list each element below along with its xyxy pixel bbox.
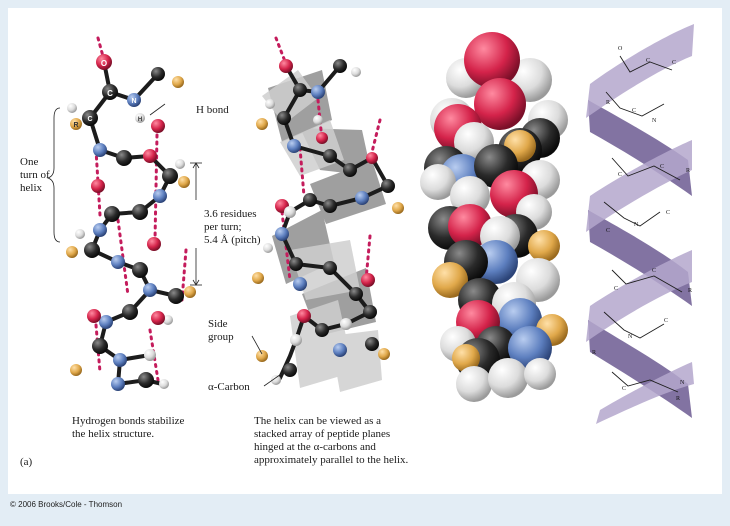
caption-left: Hydrogen bonds stabilize the helix struc… — [72, 415, 184, 441]
svg-text:N: N — [680, 380, 685, 386]
pitch-arrow — [190, 162, 202, 286]
svg-text:R: R — [676, 396, 680, 402]
svg-text:C: C — [646, 58, 650, 64]
svg-text:C: C — [606, 228, 610, 234]
alpha-carbon-label: α-Carbon — [208, 381, 250, 393]
svg-text:R: R — [688, 288, 692, 294]
svg-text:C: C — [614, 286, 618, 292]
svg-text:C: C — [660, 164, 664, 170]
atom-label-o: O — [101, 59, 107, 68]
svg-text:C: C — [652, 268, 656, 274]
caption-middle-line-3: hinged at the α-carbons and — [254, 441, 376, 453]
residues-label-line-1: 3.6 residues — [204, 208, 257, 220]
svg-text:C: C — [618, 172, 622, 178]
ball-and-stick-model: O C N H R C — [46, 36, 202, 391]
svg-text:O: O — [618, 46, 623, 52]
panel-letter: (a) — [20, 456, 33, 468]
caption-middle-line-1: The helix can be viewed as a — [254, 415, 382, 427]
svg-text:C: C — [664, 318, 668, 324]
h-bond-label: H bond — [196, 104, 229, 116]
atom-label-h: H — [138, 117, 142, 123]
one-turn-bracket — [46, 107, 61, 243]
svg-text:C: C — [632, 108, 636, 114]
caption-left-line-1: Hydrogen bonds stabilize — [72, 415, 185, 427]
side-group-label-line-2: group — [208, 331, 234, 343]
caption-middle-line-2: stacked array of peptide planes — [254, 428, 391, 440]
atom-label-c: C — [107, 89, 113, 98]
atom-label-r: R — [73, 122, 78, 129]
one-turn-label-line-3: helix — [20, 182, 42, 194]
peptide-plane-model — [251, 36, 404, 392]
caption-middle: The helix can be viewed as a stacked arr… — [254, 415, 408, 467]
atom-label-c2: C — [87, 116, 92, 123]
svg-text:R: R — [592, 350, 596, 356]
side-group-label-line-1: Side — [208, 318, 228, 330]
svg-text:R: R — [686, 168, 690, 174]
svg-text:N: N — [652, 118, 657, 124]
caption-left-line-2: the helix structure. — [72, 428, 155, 440]
residues-label-line-3: 5.4 Å (pitch) — [204, 234, 261, 246]
svg-text:C: C — [666, 210, 670, 216]
one-turn-label-line-1: One — [20, 156, 39, 168]
space-filling-model — [420, 32, 568, 402]
ribbon-model: O C C R C N C C R C N C C C R R N C C N R — [586, 24, 694, 424]
svg-text:C: C — [622, 386, 626, 392]
svg-text:N: N — [628, 334, 633, 340]
svg-text:C: C — [672, 60, 676, 66]
caption-middle-line-4: approximately parallel to the helix. — [254, 454, 409, 466]
svg-text:R: R — [606, 100, 610, 106]
svg-text:N: N — [634, 222, 639, 228]
copyright-notice: © 2006 Brooks/Cole - Thomson — [10, 500, 123, 509]
one-turn-label-line-2: turn of — [20, 169, 50, 181]
atom-label-n: N — [131, 98, 136, 105]
residues-label-line-2: per turn; — [204, 221, 242, 233]
